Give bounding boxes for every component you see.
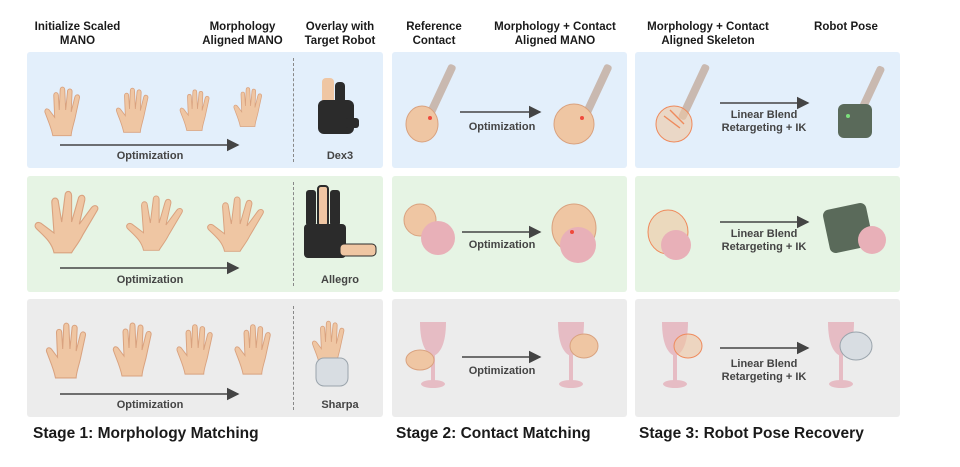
retarget-line2: Retargeting + IK	[721, 122, 807, 134]
retarget-line1: Linear Blend	[730, 228, 798, 240]
header-robot-pose: Robot Pose	[814, 21, 878, 33]
hand-opt-3a	[112, 322, 152, 377]
contact-ref-ball	[403, 203, 455, 255]
hand-aligned-3	[234, 324, 271, 375]
stage-title-2: Stage 2: Contact Matching	[396, 425, 591, 442]
robot-label-dex3: Dex3	[326, 150, 354, 162]
robot-pose-allegro	[823, 203, 886, 254]
hand-aligned-2	[207, 196, 265, 252]
hand-opt-1b	[179, 89, 210, 131]
contact-ref-glass	[405, 322, 446, 388]
hand-initial-3	[45, 322, 87, 379]
opt-label-stage1-row1: Optimization	[116, 150, 184, 162]
retarget-line2: Retargeting + IK	[721, 241, 807, 253]
contact-aligned-glass	[558, 322, 599, 388]
skeleton-stick	[655, 64, 710, 143]
opt-label-stage1-row3: Optimization	[116, 399, 184, 411]
skeleton-ball	[647, 209, 691, 260]
hand-initial-2	[34, 190, 99, 254]
opt-label-stage2-row2: Optimization	[468, 239, 536, 251]
stage-title-3: Stage 3: Robot Pose Recovery	[639, 425, 864, 442]
hand-initial-1	[44, 86, 81, 137]
opt-label-stage2-row3: Optimization	[468, 365, 536, 377]
robot-label-sharpa: Sharpa	[321, 399, 359, 411]
opt-label-stage1-row2: Optimization	[116, 274, 184, 286]
hand-opt-1a	[115, 87, 149, 133]
hand-opt-3b	[176, 324, 213, 375]
retarget-line1: Linear Blend	[730, 109, 798, 121]
separator-allegro	[293, 182, 294, 286]
opt-label-stage2-row1: Optimization	[468, 121, 536, 133]
separator-dex3	[293, 58, 294, 162]
retarget-line2: Retargeting + IK	[721, 371, 807, 383]
hand-opt-2a	[126, 195, 184, 251]
separator-sharpa	[293, 306, 294, 410]
contact-aligned-ball	[551, 203, 597, 263]
retarget-line1: Linear Blend	[730, 358, 798, 370]
robot-sharpa-overlay	[311, 320, 349, 387]
contact-ref-stick	[405, 64, 456, 143]
stage-title-1: Stage 1: Morphology Matching	[33, 425, 259, 442]
hand-aligned-1	[233, 87, 263, 128]
contact-aligned-stick	[553, 64, 612, 145]
skeleton-glass	[662, 322, 703, 388]
robot-pose-sharpa	[828, 322, 873, 388]
robot-dex3-overlay	[318, 78, 359, 134]
robot-label-allegro: Allegro	[321, 274, 359, 286]
robot-pose-dex3	[838, 65, 885, 138]
robot-allegro-overlay	[304, 185, 377, 258]
